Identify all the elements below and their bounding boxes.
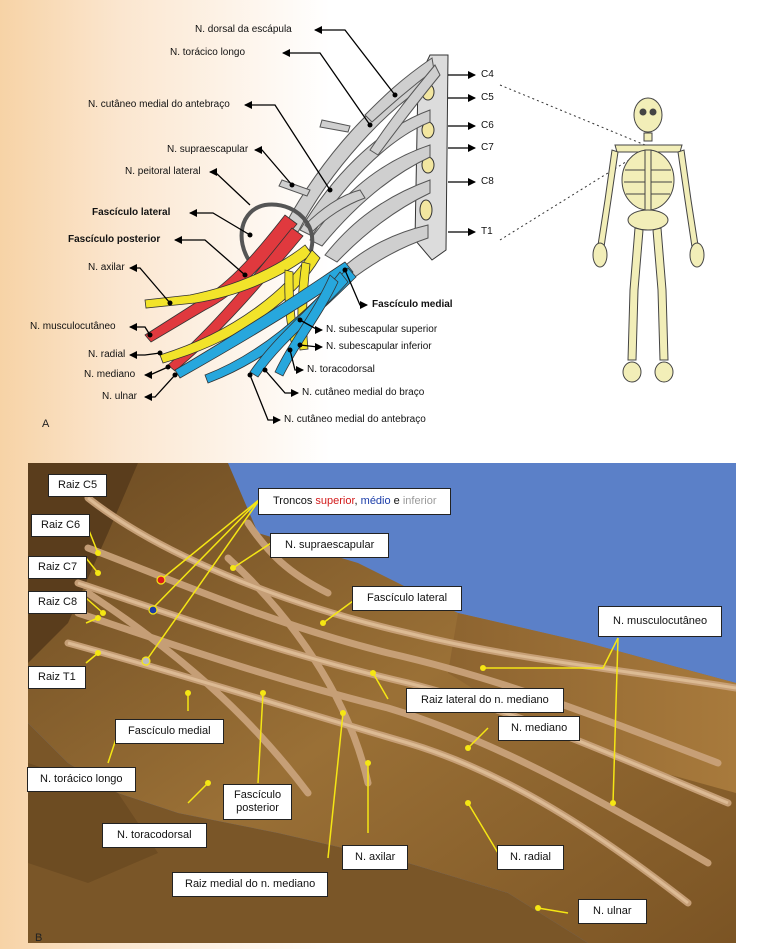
label-toracodorsal: N. toracodorsal [102,823,207,848]
troncos-medio: médio [360,495,391,507]
label-fasciculo-posterior: Fascículo posterior [68,234,161,245]
label-subescapular-inferior: N. subescapular inferior [326,341,432,352]
label-cutaneo-medial-antebraco-bottom: N. cutâneo medial do antebraço [284,414,426,425]
brachial-plexus-schematic [129,26,705,424]
label-fasciculo-medial: Fascículo medial [372,299,453,310]
label-radial: N. radial [497,845,564,870]
root-c7: C7 [481,142,494,153]
label-toracodorsal: N. toracodorsal [307,364,375,375]
label-cutaneo-medial-braco: N. cutâneo medial do braço [302,387,425,398]
label-mediano: N. mediano [498,716,581,741]
pointer-lines-b [85,498,619,914]
leader-lines-a [129,26,476,424]
troncos-sep1: , [354,495,361,507]
trunk-medio-marker [148,605,158,615]
label-dorsal-escapula: N. dorsal da escápula [195,24,292,35]
root-c6: C6 [481,120,494,131]
label-musculocutaneo: N. musculocutâneo [598,606,723,637]
label-toracico-longo: N. torácico longo [27,767,136,792]
label-peitoral-lateral: N. peitoral lateral [125,166,201,177]
label-radial: N. radial [88,349,126,360]
label-cutaneo-medial-antebraco-top: N. cutâneo medial do antebraço [88,99,230,110]
fasciculo-posterior-line2: posterior [236,802,279,814]
dissection-illustration [28,463,736,943]
label-supraescapular: N. supraescapular [270,533,390,558]
troncos-prefix: Troncos [273,495,316,507]
root-c4: C4 [481,69,494,80]
label-raiz-t1: Raiz T1 [28,666,86,689]
skeleton-figure [592,97,705,383]
label-raiz-medial-mediano: Raiz medial do n. mediano [172,872,329,897]
label-supraescapular: N. supraescapular [167,144,249,155]
troncos-superior: superior [315,495,355,507]
panel-letter-a: A [42,418,50,430]
root-t1: T1 [481,226,493,237]
trunk-superior-marker [156,575,166,585]
label-ulnar: N. ulnar [102,391,138,402]
zoom-line-bottom [499,149,646,241]
fasciculo-posterior-line1: Fascículo [234,789,282,801]
panel-a: N. dorsal da escápula N. torácico longo … [0,0,774,455]
trunk-inferior-marker [141,656,151,666]
label-toracico-longo: N. torácico longo [170,47,246,58]
colored-cords [144,214,357,384]
label-subescapular-superior: N. subescapular superior [326,324,438,335]
label-troncos: Troncos superior, médio e inferior [258,488,452,515]
label-ulnar: N. ulnar [578,899,647,924]
label-musculocutaneo: N. musculocutâneo [30,321,116,332]
zoom-line-top [499,84,646,146]
label-fasciculo-medial: Fascículo medial [115,719,224,744]
label-raiz-c6: Raiz C6 [31,514,91,537]
troncos-inferior: inferior [402,495,437,507]
label-fasciculo-lateral: Fascículo lateral [92,207,171,218]
panel-letter-b: B [35,932,43,944]
label-fasciculo-lateral: Fascículo lateral [352,586,463,611]
root-c8: C8 [481,176,494,187]
label-mediano: N. mediano [84,369,136,380]
label-raiz-c7: Raiz C7 [28,556,88,579]
label-raiz-c8: Raiz C8 [28,591,88,614]
label-axilar: N. axilar [88,262,125,273]
peitoral-loop [239,202,315,272]
leader-dots-a [147,92,398,378]
label-raiz-lateral-mediano: Raiz lateral do n. mediano [406,688,564,713]
troncos-sep2: e [390,495,403,507]
label-raiz-c5: Raiz C5 [48,474,108,497]
label-axilar: N. axilar [342,845,409,870]
root-c5: C5 [481,92,494,103]
